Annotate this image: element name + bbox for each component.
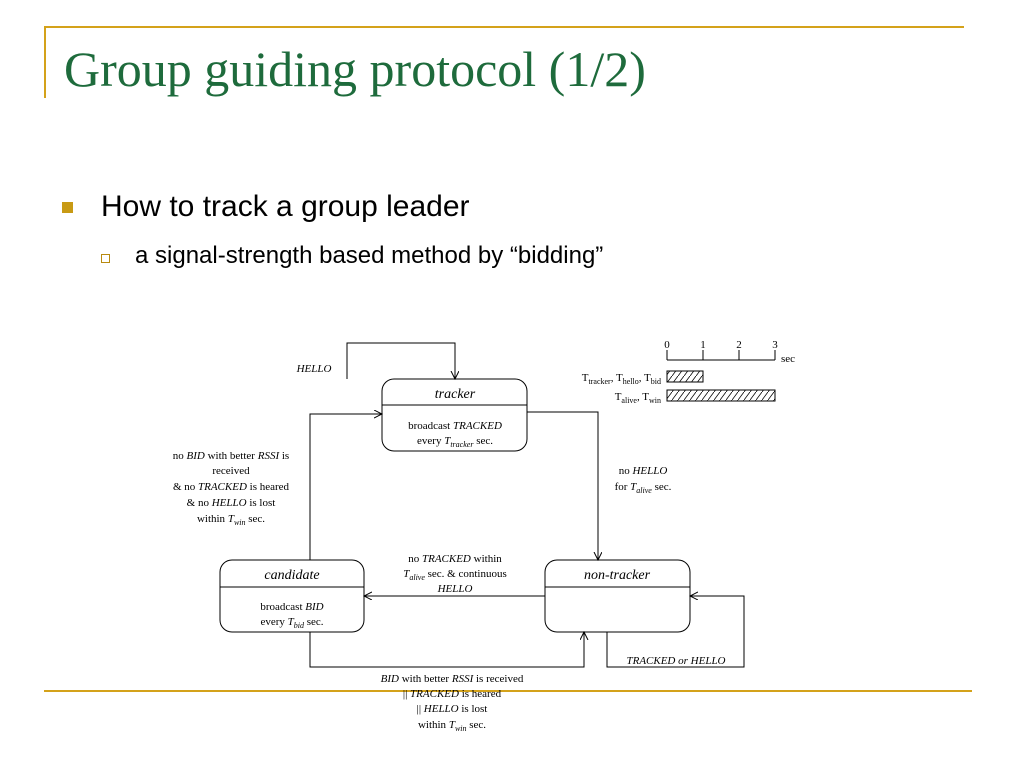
nontracker-to-candidate-label-line: HELLO: [437, 583, 473, 595]
candidate-to-tracker-label-line: no BID with better RSSI is: [173, 450, 289, 462]
candidate-to-nontracker-arrow: [309, 632, 584, 668]
timeline-tick-label: 1: [700, 339, 706, 351]
candidate-to-nontracker-label-line: BID with better RSSI is received: [381, 673, 524, 685]
candidate-to-nontracker-label-line: within Twin sec.: [418, 719, 486, 733]
candidate-state-name: candidate: [264, 568, 319, 583]
timeline-row1-label: Ttracker, Thello, Tbid: [582, 372, 661, 386]
tracker-action-text: broadcast TRACKED: [408, 420, 502, 432]
tracker-state-name: tracker: [435, 387, 476, 402]
slide-title: Group guiding protocol (1/2): [64, 41, 646, 97]
candidate-to-tracker-label-line: & no HELLO is lost: [187, 497, 276, 509]
tracker-self-loop-label: HELLO: [296, 363, 332, 375]
timeline-row2-label: Talive, Twin: [615, 391, 661, 405]
tracker-to-nontracker-label-line: no HELLO: [619, 465, 668, 477]
candidate-action-text: broadcast BID: [260, 601, 323, 613]
bullet-level2-text: a signal-strength based method by “biddi…: [135, 242, 604, 269]
nontracker-to-candidate-label-line: no TRACKED within: [408, 553, 502, 565]
nontracker-state-name: non-tracker: [584, 568, 651, 583]
nontracker-self-loop-arrow: [606, 596, 745, 668]
candidate-to-nontracker-label-line: || TRACKED is heared: [403, 688, 502, 700]
nontracker-self-loop-label: TRACKED or HELLO: [626, 655, 725, 667]
hollow-square-bullet-icon: [101, 254, 110, 263]
tracker-to-nontracker-arrow: [527, 411, 598, 560]
slide-top-border: [44, 26, 964, 28]
candidate-to-tracker-label-line: & no TRACKED is heared: [173, 481, 290, 493]
nontracker-to-candidate-label-line: Talive sec. & continuous: [403, 568, 507, 582]
candidate-to-tracker-label-line: received: [212, 465, 250, 477]
tracker-period-text: every Ttracker sec.: [417, 435, 493, 449]
timeline-tick-label: 2: [736, 339, 742, 351]
candidate-to-tracker-arrow: [309, 414, 382, 560]
tracker-self-loop-arrow: [346, 342, 455, 379]
candidate-to-tracker-label-line: within Twin sec.: [197, 513, 265, 527]
timeline-bar-short: [666, 370, 704, 383]
tracker-to-nontracker-label-line: for Talive sec.: [615, 481, 672, 495]
candidate-to-nontracker-label-line: || HELLO is lost: [417, 703, 488, 715]
timeline-unit-label: sec: [781, 353, 795, 365]
slide-bottom-border: [44, 690, 972, 692]
slide-left-border: [44, 26, 46, 98]
square-bullet-icon: [62, 202, 73, 213]
bullet-level1-text: How to track a group leader: [101, 190, 470, 223]
candidate-period-text: every Tbid sec.: [260, 616, 323, 630]
timeline-tick-label: 3: [772, 339, 778, 351]
timeline-tick-label: 0: [664, 339, 670, 351]
timeline-bar-long: [666, 389, 776, 402]
